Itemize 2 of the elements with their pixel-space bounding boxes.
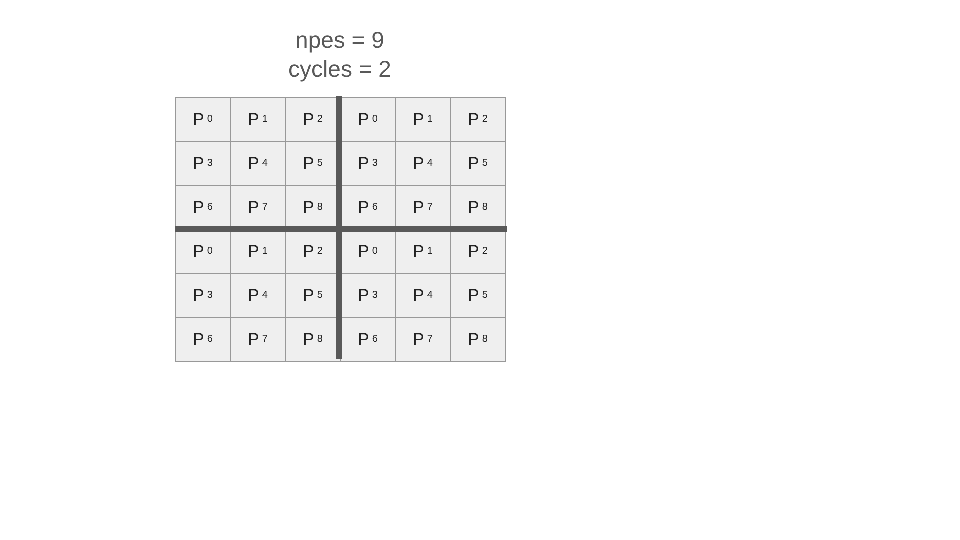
- heading-text: npes = 9: [294, 27, 386, 53]
- subheading-text: cycles = 2: [288, 56, 392, 82]
